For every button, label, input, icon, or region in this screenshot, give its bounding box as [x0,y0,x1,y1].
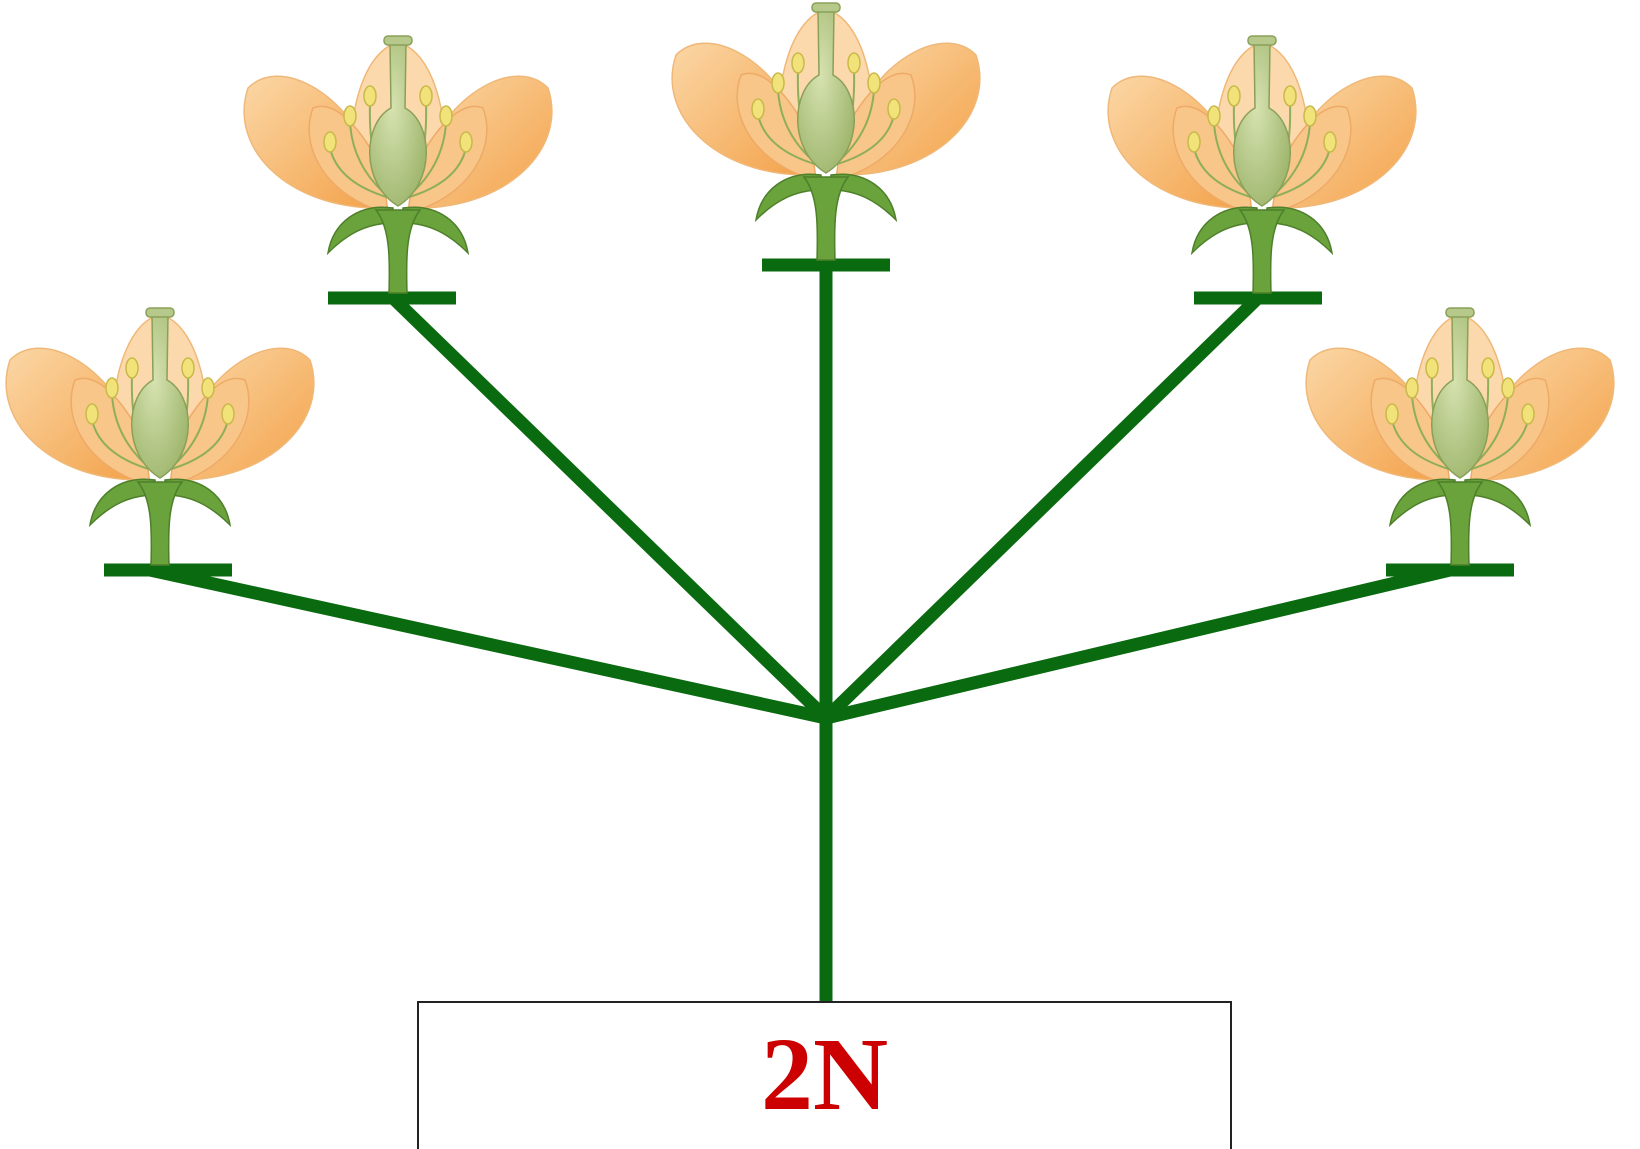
branch-right [824,563,1452,725]
branch-upper-right [821,293,1263,723]
flower-upper-left [243,35,553,294]
ploidy-label-box: 2N [417,1001,1232,1149]
branch-upper-left [388,293,831,723]
flower-left [5,307,315,566]
flower-top-center [671,2,981,261]
ploidy-label: 2N [760,1017,889,1132]
branch-left [148,563,828,725]
flower-right [1305,307,1615,566]
flower-upper-right [1107,35,1417,294]
